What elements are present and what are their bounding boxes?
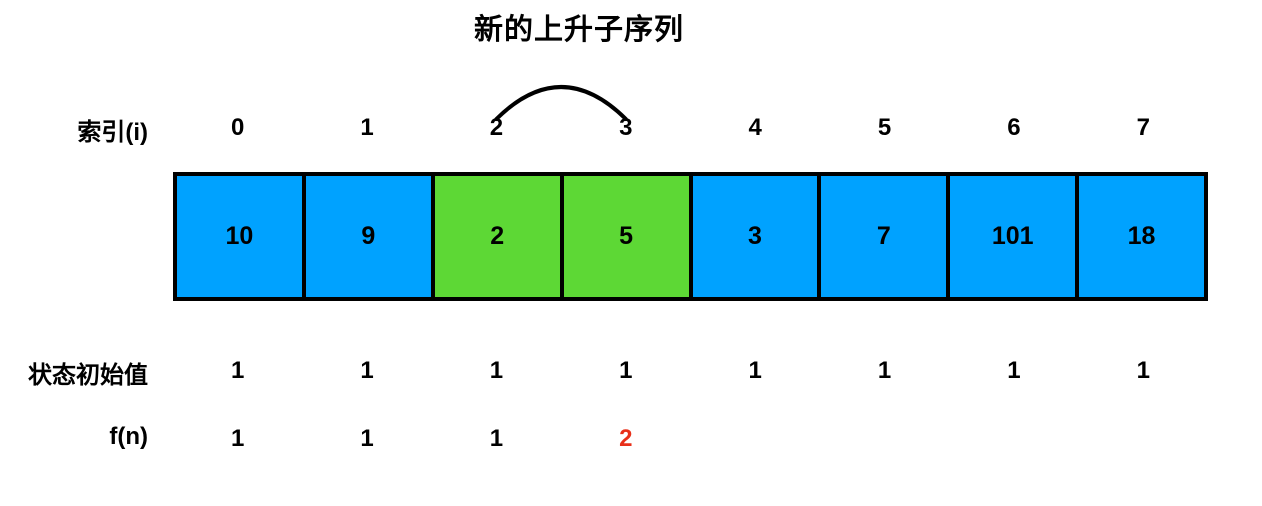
index-value-7: 7 bbox=[1136, 114, 1150, 141]
initial-state-row: 1 1 1 1 1 1 1 1 bbox=[173, 355, 1208, 387]
array-cell-value-4: 3 bbox=[747, 222, 762, 250]
fn-value-5 bbox=[820, 423, 949, 455]
index-value-1: 1 bbox=[360, 114, 374, 141]
initial-state-value-3: 1 bbox=[619, 357, 633, 384]
array-table: 10 9 2 5 3 7 101 18 bbox=[173, 172, 1208, 301]
index-value-2: 2 bbox=[489, 114, 504, 141]
array-cell-4: 3 bbox=[692, 176, 822, 297]
initial-state-value-0: 1 bbox=[231, 357, 245, 384]
array-cell-value-0: 10 bbox=[225, 222, 254, 250]
array-cell-value-3: 5 bbox=[619, 222, 634, 250]
initial-state-value-2: 1 bbox=[489, 357, 504, 384]
array-cell-value-7: 18 bbox=[1127, 222, 1156, 250]
fn-value-1: 1 bbox=[360, 425, 374, 452]
index-value-6: 6 bbox=[1007, 114, 1021, 141]
array-cell-value-6: 101 bbox=[991, 222, 1034, 250]
fn-value-4 bbox=[691, 423, 820, 455]
fn-row-label: f(n) bbox=[109, 423, 148, 450]
array-cell-value-1: 9 bbox=[361, 222, 376, 250]
array-cell-value-5: 7 bbox=[876, 222, 891, 250]
initial-state-value-7: 1 bbox=[1136, 357, 1150, 384]
array-cell-1: 9 bbox=[305, 176, 435, 297]
fn-value-2: 1 bbox=[489, 425, 504, 452]
fn-value-3: 2 bbox=[619, 425, 633, 452]
array-cell-7: 18 bbox=[1079, 176, 1204, 297]
array-cell-value-2: 2 bbox=[490, 222, 505, 250]
index-value-4: 4 bbox=[748, 114, 762, 141]
diagram-title: 新的上升子序列 bbox=[473, 14, 684, 46]
initial-state-row-label: 状态初始值 bbox=[28, 362, 148, 389]
initial-state-value-5: 1 bbox=[877, 357, 892, 384]
fn-value-6 bbox=[949, 423, 1078, 455]
array-cell-5: 7 bbox=[821, 176, 951, 297]
index-row: 0 1 2 3 4 5 6 7 bbox=[173, 112, 1208, 144]
array-cell-2: 2 bbox=[434, 176, 564, 297]
initial-state-value-6: 1 bbox=[1007, 357, 1021, 384]
index-value-3: 3 bbox=[619, 114, 633, 141]
index-row-label: 索引(i) bbox=[77, 119, 148, 146]
array-cell-3: 5 bbox=[563, 176, 693, 297]
initial-state-value-4: 1 bbox=[748, 357, 762, 384]
array-cell-0: 10 bbox=[177, 176, 306, 297]
index-value-0: 0 bbox=[231, 114, 245, 141]
fn-value-7 bbox=[1079, 423, 1208, 455]
fn-row: 1 1 1 2 bbox=[173, 423, 1208, 455]
array-cell-6: 101 bbox=[950, 176, 1080, 297]
fn-value-0: 1 bbox=[231, 425, 245, 452]
initial-state-value-1: 1 bbox=[360, 357, 374, 384]
index-value-5: 5 bbox=[877, 114, 892, 141]
